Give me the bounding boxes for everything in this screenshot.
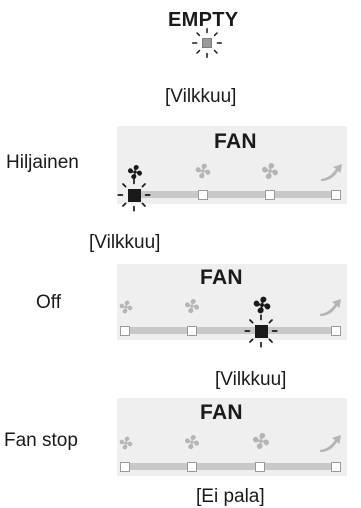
level-marker-2-active <box>255 325 268 338</box>
level-marker-1 <box>198 190 208 200</box>
fan-track-fan-stop <box>120 463 341 470</box>
auto-arrow-icon <box>320 435 341 452</box>
fan-icon <box>184 434 200 450</box>
level-marker-auto <box>331 326 341 336</box>
fan-track-off <box>120 327 341 334</box>
fan-icon <box>261 162 279 180</box>
level-marker-quiet-active <box>128 189 141 202</box>
hiljainen-caption: [Vilkkuu] <box>89 232 161 253</box>
fan-icon <box>119 300 133 314</box>
fan-stop-caption: [Ei pala] <box>196 486 265 507</box>
fan-icon <box>184 298 200 314</box>
level-marker-auto <box>331 462 341 472</box>
fan-icon <box>127 164 143 180</box>
level-marker-2 <box>265 190 275 200</box>
level-marker-quiet <box>120 326 130 336</box>
fan-title-fan-stop: FAN <box>200 401 243 424</box>
level-marker-2 <box>255 462 265 472</box>
blink-rays-icon <box>191 27 223 59</box>
auto-arrow-icon <box>321 164 342 181</box>
fan-title-hiljainen: FAN <box>214 130 257 153</box>
off-label: Off <box>36 292 61 313</box>
fan-title-off: FAN <box>200 266 243 289</box>
empty-caption: [Vilkkuu] <box>165 86 237 107</box>
fan-icon <box>253 296 271 314</box>
blink-rays-icon <box>117 178 151 212</box>
fan-track-hiljainen <box>128 191 341 198</box>
fan-icon <box>252 432 270 450</box>
fan-icon <box>119 436 133 450</box>
hiljainen-label: Hiljainen <box>6 152 79 173</box>
empty-indicator-lamp <box>202 38 212 48</box>
level-marker-quiet <box>120 462 130 472</box>
blink-rays-icon <box>244 314 278 348</box>
level-marker-1 <box>187 462 197 472</box>
empty-title: EMPTY <box>168 9 239 31</box>
level-marker-1 <box>187 326 197 336</box>
off-caption: [Vilkkuu] <box>215 369 287 390</box>
level-marker-auto <box>331 190 341 200</box>
fan-icon <box>195 163 211 179</box>
auto-arrow-icon <box>320 299 341 316</box>
fan-stop-label: Fan stop <box>4 430 78 451</box>
